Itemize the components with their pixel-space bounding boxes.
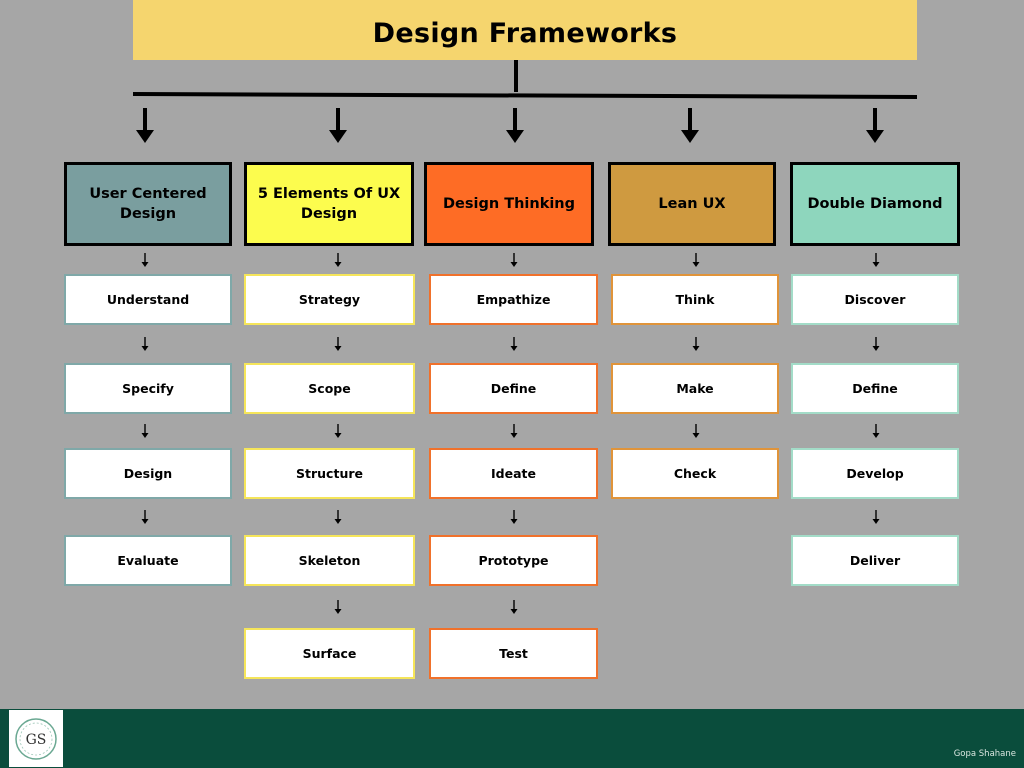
branch-arrow-4 — [681, 108, 699, 143]
step-box: Define — [791, 363, 959, 414]
step-box: Ideate — [429, 448, 598, 499]
down-arrow-icon — [872, 337, 880, 351]
down-arrow-icon — [141, 253, 149, 267]
down-arrow-icon — [334, 337, 342, 351]
footer-bar — [0, 709, 1024, 768]
branch-arrow-5 — [866, 108, 884, 143]
step-box: Make — [611, 363, 779, 414]
step-box: Check — [611, 448, 779, 499]
step-box: Test — [429, 628, 598, 679]
down-arrow-icon — [510, 253, 518, 267]
step-box: Think — [611, 274, 779, 325]
step-box: Understand — [64, 274, 232, 325]
step-box: Empathize — [429, 274, 598, 325]
logo-badge-icon: GS — [15, 718, 57, 760]
step-box: Design — [64, 448, 232, 499]
title-banner: Design Frameworks — [133, 0, 917, 60]
branch-arrow-3 — [506, 108, 524, 143]
down-arrow-icon — [510, 600, 518, 614]
step-box: Skeleton — [244, 535, 415, 586]
branch-arrow-1 — [136, 108, 154, 143]
down-arrow-icon — [141, 424, 149, 438]
logo: GS — [9, 710, 63, 767]
step-box: Surface — [244, 628, 415, 679]
framework-header: Design Thinking — [424, 162, 594, 246]
framework-header: Lean UX — [608, 162, 776, 246]
author-credit: Gopa Shahane — [953, 749, 1016, 759]
down-arrow-icon — [334, 600, 342, 614]
down-arrow-icon — [334, 510, 342, 524]
down-arrow-icon — [872, 510, 880, 524]
step-box: Structure — [244, 448, 415, 499]
down-arrow-icon — [692, 424, 700, 438]
framework-header: 5 Elements Of UX Design — [244, 162, 414, 246]
step-box: Deliver — [791, 535, 959, 586]
step-box: Evaluate — [64, 535, 232, 586]
down-arrow-icon — [872, 253, 880, 267]
down-arrow-icon — [510, 337, 518, 351]
down-arrow-icon — [872, 424, 880, 438]
step-box: Scope — [244, 363, 415, 414]
down-arrow-icon — [334, 253, 342, 267]
down-arrow-icon — [510, 424, 518, 438]
down-arrow-icon — [141, 510, 149, 524]
down-arrow-icon — [141, 337, 149, 351]
down-arrow-icon — [510, 510, 518, 524]
framework-header: User Centered Design — [64, 162, 232, 246]
step-box: Develop — [791, 448, 959, 499]
step-box: Specify — [64, 363, 232, 414]
branch-bar — [132, 92, 918, 99]
step-box: Prototype — [429, 535, 598, 586]
step-box: Discover — [791, 274, 959, 325]
down-arrow-icon — [692, 253, 700, 267]
down-arrow-icon — [334, 424, 342, 438]
step-box: Define — [429, 363, 598, 414]
step-box: Strategy — [244, 274, 415, 325]
page-title: Design Frameworks — [372, 17, 678, 49]
branch-arrow-2 — [329, 108, 347, 143]
logo-initials: GS — [26, 732, 47, 748]
framework-header: Double Diamond — [790, 162, 960, 246]
down-arrow-icon — [692, 337, 700, 351]
